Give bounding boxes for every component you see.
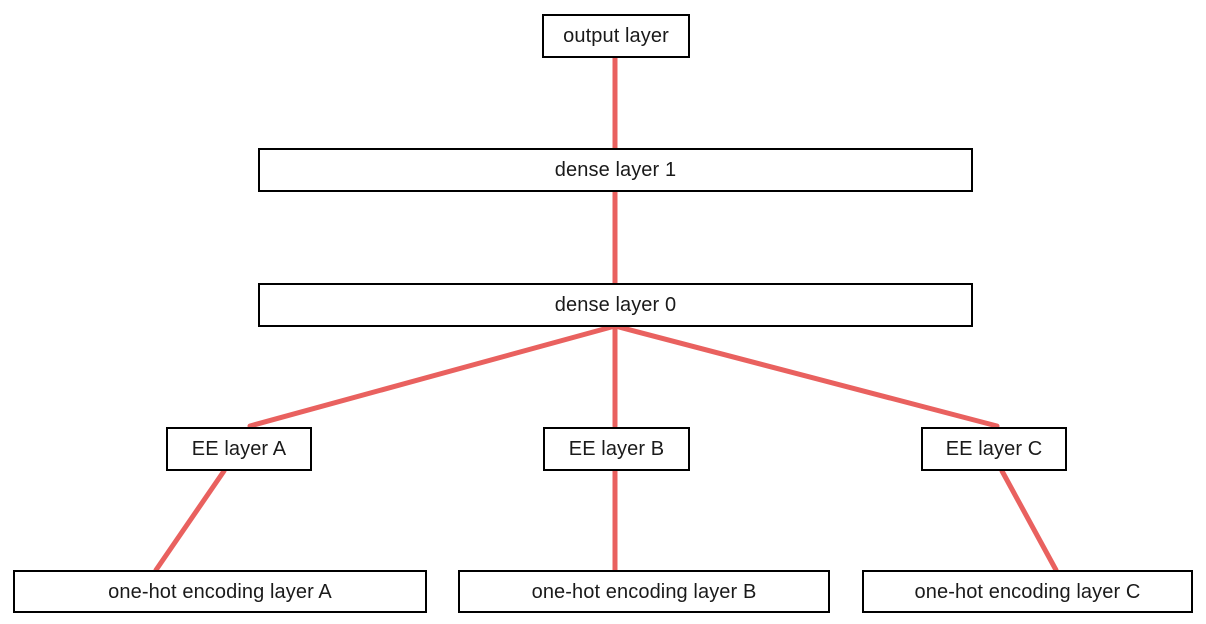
- node-output-layer-label: output layer: [563, 25, 669, 47]
- node-ee-layer-a-label: EE layer A: [191, 438, 287, 460]
- node-dense-layer-0[interactable]: dense layer 0: [258, 283, 973, 327]
- edge-ee-a-to-dense0: [247, 323, 618, 429]
- node-dense-layer-1[interactable]: dense layer 1: [258, 148, 973, 192]
- node-onehot-layer-c[interactable]: one-hot encoding layer C: [862, 570, 1193, 613]
- node-onehot-layer-b[interactable]: one-hot encoding layer B: [458, 570, 830, 613]
- edge-ee-c-to-dense0: [612, 323, 1000, 429]
- edge-onehot-c-to-ee-c: [999, 468, 1059, 573]
- node-ee-layer-c-label: EE layer C: [945, 438, 1043, 460]
- node-onehot-layer-a[interactable]: one-hot encoding layer A: [13, 570, 427, 613]
- node-ee-layer-b[interactable]: EE layer B: [543, 427, 690, 471]
- node-ee-layer-c[interactable]: EE layer C: [921, 427, 1067, 471]
- node-onehot-layer-a-label: one-hot encoding layer A: [108, 580, 332, 603]
- node-onehot-layer-c-label: one-hot encoding layer C: [914, 580, 1141, 603]
- node-ee-layer-a[interactable]: EE layer A: [166, 427, 312, 471]
- node-dense-layer-1-label: dense layer 1: [554, 159, 677, 181]
- node-onehot-layer-b-label: one-hot encoding layer B: [531, 580, 757, 603]
- node-dense-layer-0-label: dense layer 0: [554, 294, 677, 316]
- node-output-layer[interactable]: output layer: [542, 14, 690, 58]
- edge-onehot-a-to-ee-a: [153, 468, 227, 573]
- node-ee-layer-b-label: EE layer B: [568, 438, 665, 460]
